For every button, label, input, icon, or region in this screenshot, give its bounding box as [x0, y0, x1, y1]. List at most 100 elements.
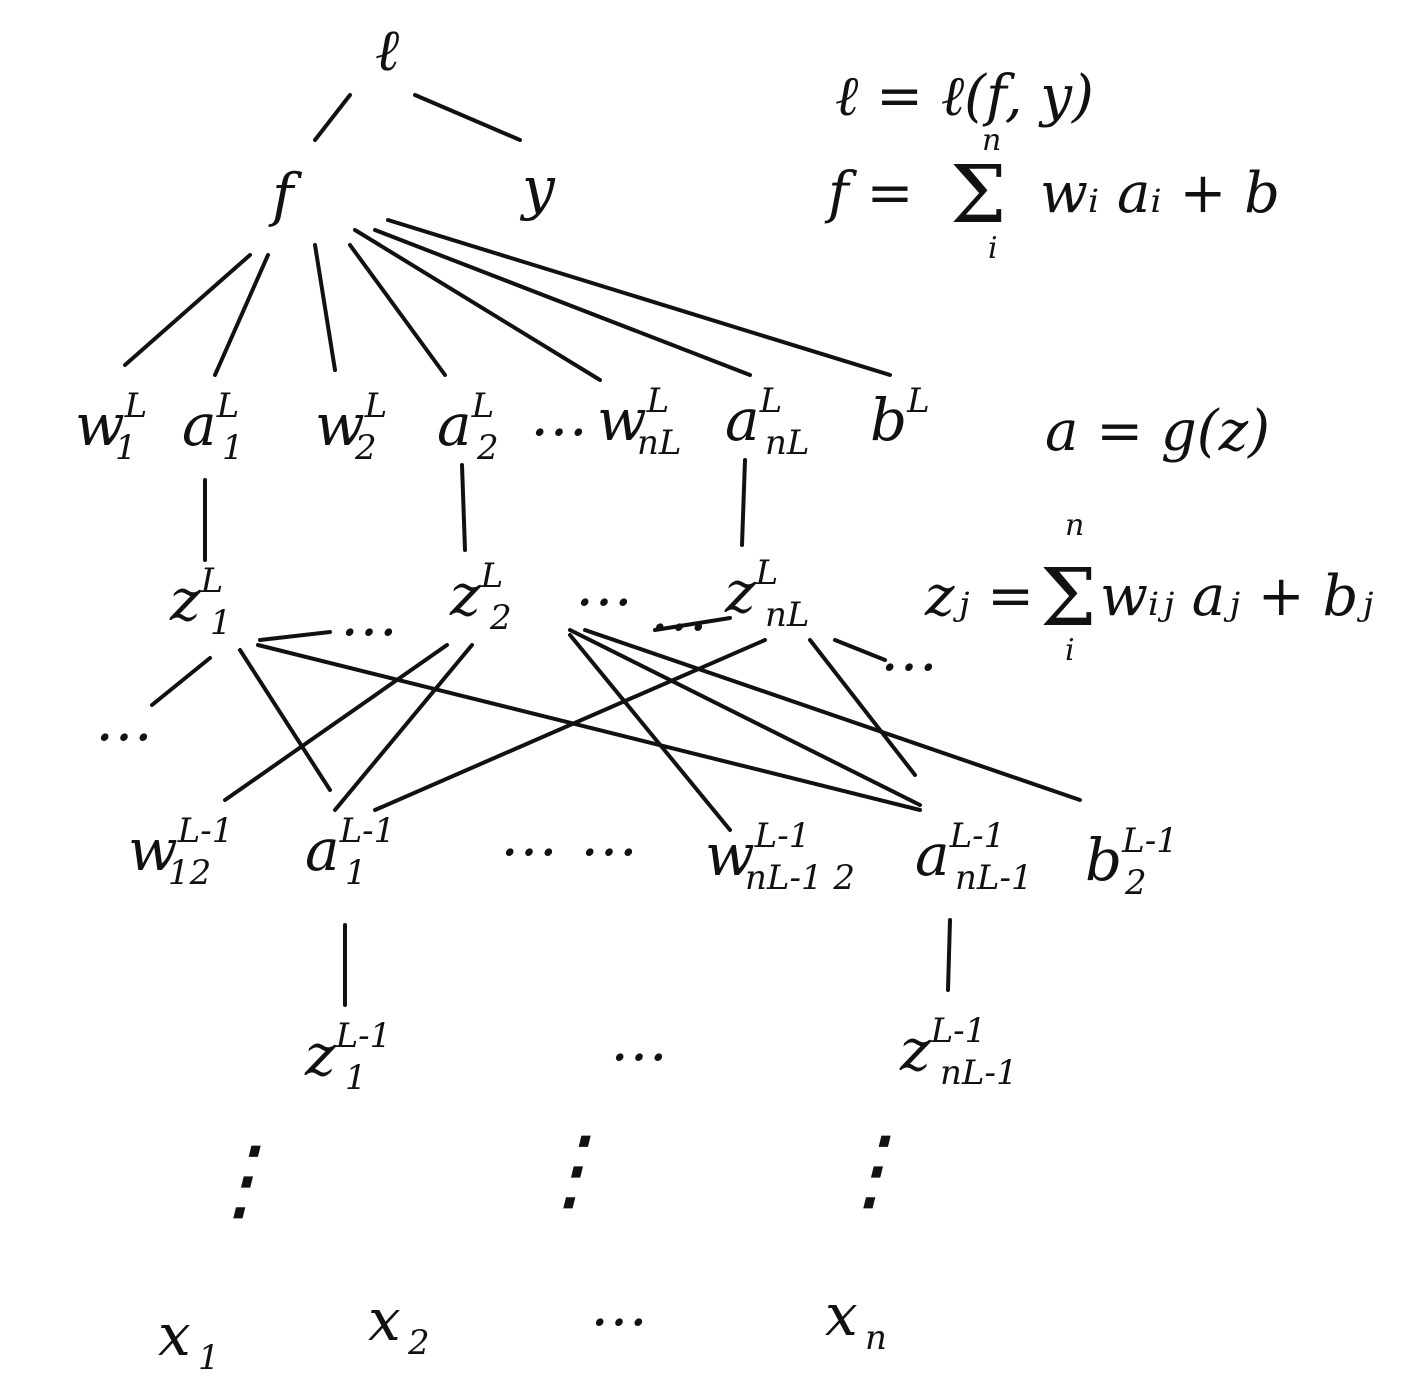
node-superscript: L	[755, 553, 779, 593]
f-equation: f = Σ n i wᵢ aᵢ + b	[824, 123, 1280, 266]
z-equation: zⱼ = Σ n i wᵢⱼ aⱼ + bⱼ	[924, 508, 1373, 668]
node-loss: ℓ	[375, 16, 399, 84]
node-subscript: 2	[489, 598, 512, 638]
z-eq-upper: n	[1065, 508, 1084, 543]
f-eq-upper: n	[982, 123, 1001, 158]
node-symbol: w	[597, 386, 647, 454]
ellipsis: …	[575, 551, 633, 619]
node-superscript: L	[216, 386, 240, 426]
node-subscript: nL-1 2	[745, 858, 855, 898]
edge	[333, 643, 474, 812]
edge	[348, 243, 447, 377]
z-eq-sigma: Σ	[1040, 551, 1097, 644]
edge	[213, 253, 270, 377]
node-subscript: 2	[1124, 863, 1147, 903]
node-superscript: L-1	[949, 816, 1006, 856]
node-symbol: a	[182, 391, 217, 459]
node-superscript: L	[646, 381, 670, 421]
f-eq-rhs: wᵢ aᵢ + b	[1040, 161, 1280, 226]
edge	[460, 463, 467, 552]
node-symbol: b	[870, 386, 907, 454]
ellipsis: …	[650, 576, 708, 644]
edge	[258, 630, 332, 642]
edge	[568, 628, 922, 807]
node-superscript: L	[200, 561, 224, 601]
node-superscript: L	[364, 386, 388, 426]
node-subscript: 1	[345, 853, 367, 893]
node-superscript: L-1	[335, 1016, 392, 1056]
node-superscript: L	[471, 386, 495, 426]
edge	[353, 228, 602, 382]
loss-equation: ℓ = ℓ(f, y)	[835, 64, 1094, 129]
f-eq-sigma: Σ	[950, 148, 1007, 241]
node-bL: bL	[870, 381, 930, 454]
ellipsis: …	[95, 686, 153, 754]
node-subscript: n	[865, 1318, 887, 1358]
z-eq-lower: i	[1065, 633, 1075, 668]
node-superscript: L-1	[754, 816, 811, 856]
node-subscript: 1	[210, 603, 232, 643]
node-subscript: nL	[765, 595, 809, 635]
node-symbol: a	[305, 816, 340, 884]
node-symbol: z	[169, 566, 201, 634]
node-superscript: L-1	[930, 1011, 987, 1051]
node-superscript: L	[906, 381, 930, 421]
node-symbol: a	[725, 386, 760, 454]
ellipsis: …	[340, 581, 398, 649]
edge	[256, 643, 922, 812]
edges	[123, 93, 1082, 1007]
edge	[386, 218, 892, 377]
node-superscript: L	[124, 386, 148, 426]
edge	[740, 458, 747, 547]
node-subscript: nL-1	[955, 858, 1033, 898]
node-superscript: L	[759, 381, 783, 421]
edge	[653, 616, 732, 632]
edge	[413, 93, 522, 142]
node-subscript: 1	[115, 428, 137, 468]
node-superscript: L-1	[339, 811, 396, 851]
z-eq-rhs: wᵢⱼ aⱼ + bⱼ	[1100, 564, 1373, 629]
ellipses: …………………………⋮⋮⋮	[95, 381, 938, 1339]
edge	[123, 253, 252, 367]
ellipsis: …	[530, 381, 588, 449]
node-symbol: y	[519, 154, 556, 222]
node-symbol: w	[128, 816, 178, 884]
node-subscript: nL	[765, 423, 809, 463]
ellipsis: …	[610, 1006, 668, 1074]
ellipsis: …	[580, 801, 638, 869]
node-superscript: L	[480, 556, 504, 596]
node-symbol: ℓ	[375, 16, 399, 84]
edge	[223, 643, 449, 802]
node-subscript: 2	[476, 428, 499, 468]
node-symbol: b	[1085, 826, 1122, 894]
ellipsis: …	[500, 801, 558, 869]
edge	[946, 918, 952, 992]
node-symbol: x	[158, 1301, 191, 1369]
node-subscript: 1	[345, 1058, 367, 1098]
edge	[833, 638, 887, 662]
f-eq-lhs: f =	[824, 161, 913, 226]
edge	[313, 93, 352, 142]
node-symbol: z	[724, 558, 756, 626]
node-symbol: z	[304, 1021, 336, 1089]
z-eq-lhs: zⱼ =	[924, 564, 1034, 629]
node-superscript: L-1	[177, 811, 234, 851]
f-eq-lower: i	[988, 231, 998, 266]
node-subscript: 2	[354, 428, 377, 468]
vertical-ellipsis: ⋮	[525, 1117, 615, 1222]
